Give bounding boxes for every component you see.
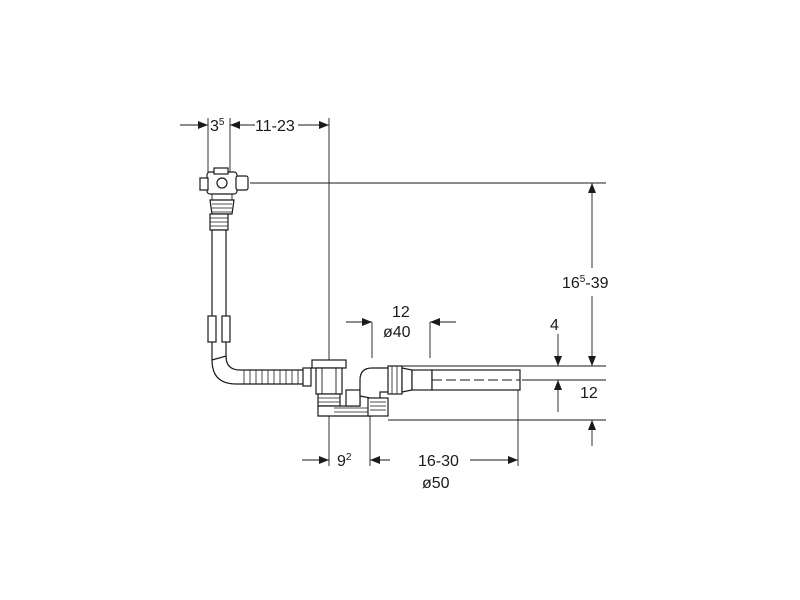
- dim-mid-width: 12: [392, 304, 410, 321]
- dim-bottom-diameter: ø50: [422, 475, 450, 492]
- dim-mid-diameter: ø40: [383, 324, 411, 341]
- dim-bottom-left: 92: [337, 452, 352, 470]
- dim-top-left: 35: [210, 117, 225, 135]
- hose-corrugation: [243, 370, 299, 384]
- dim-top-right: 11-23: [255, 118, 295, 135]
- dim-right-height: 12: [580, 385, 598, 402]
- dim-drop: 4: [550, 317, 559, 334]
- extension-lines: [207, 118, 606, 466]
- dim-height: 165-39: [562, 274, 609, 292]
- dimension-labels: 35 11-23 165-39 12 ø40 4 12 92 16-30 ø50: [210, 117, 609, 492]
- overflow-hose: [207, 213, 306, 385]
- outlet-pipe: [359, 365, 521, 417]
- overflow-head: [199, 167, 249, 215]
- arrowheads: [198, 121, 596, 464]
- dim-bottom-right: 16-30: [418, 453, 459, 470]
